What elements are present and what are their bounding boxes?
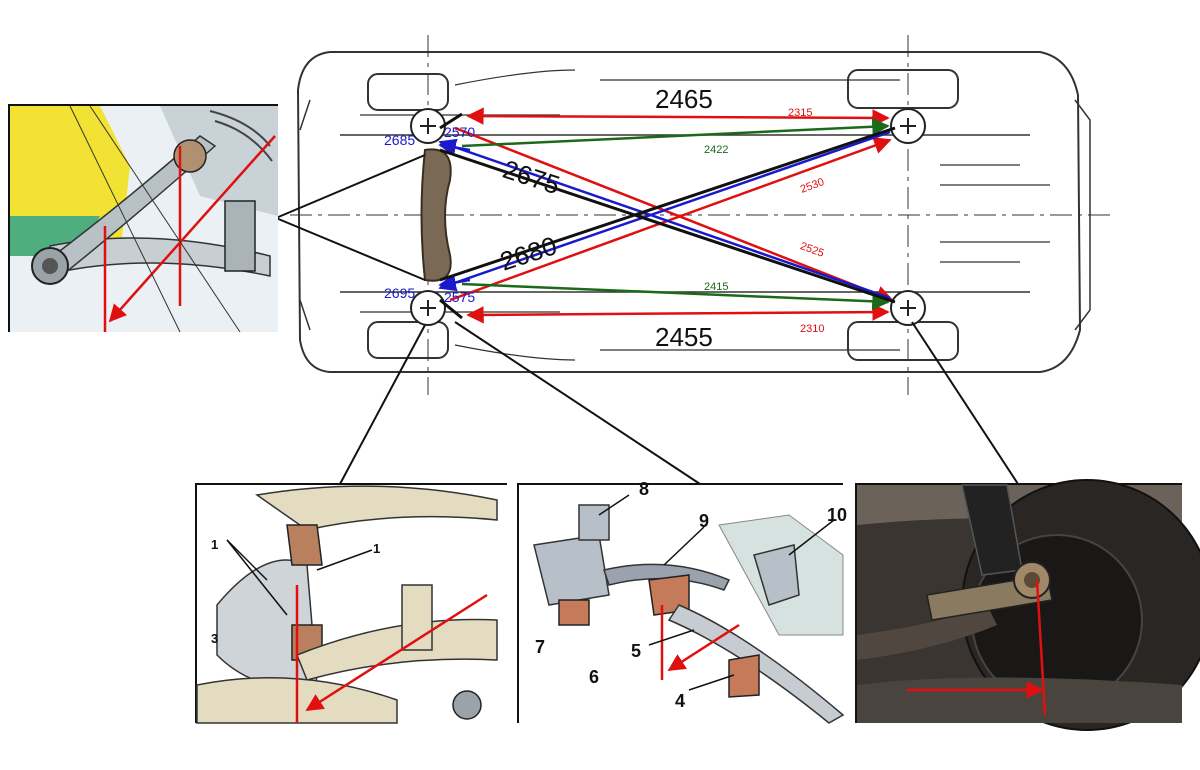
panel-stabilizer-link: 8 9 10 7 5 6 4 [517, 479, 847, 724]
front-crossmember [420, 148, 452, 282]
label-4: 4 [675, 691, 686, 711]
label-1b: 1 [373, 541, 381, 556]
label-2315: 2315 [788, 107, 812, 119]
label-2575: 2575 [444, 289, 475, 305]
label-8: 8 [639, 479, 650, 499]
label-2680: 2680 [496, 230, 560, 276]
panel-front-suspension-detail [8, 104, 278, 333]
label-2422: 2422 [704, 144, 728, 156]
red-lines [449, 107, 894, 324]
label-5: 5 [631, 641, 642, 661]
label-9: 9 [699, 511, 710, 531]
label-1a: 1 [211, 537, 219, 552]
panel-rear-suspension-photo [855, 479, 1200, 731]
label-2310: 2310 [800, 323, 824, 335]
label-2685: 2685 [384, 132, 415, 148]
green-lines [461, 117, 890, 311]
label-6: 6 [589, 667, 600, 687]
callout-lines [275, 154, 1019, 485]
label-2465: 2465 [655, 84, 713, 114]
black-lines [439, 112, 896, 320]
label-2530: 2530 [799, 176, 826, 196]
label-2415: 2415 [704, 281, 728, 293]
label-2525: 2525 [799, 240, 826, 260]
label-2695: 2695 [384, 285, 415, 301]
label-10: 10 [827, 505, 848, 525]
label-2570: 2570 [444, 124, 475, 140]
label-3: 3 [211, 631, 219, 646]
blue-lines [438, 130, 891, 300]
label-2675: 2675 [499, 154, 563, 200]
panel-knuckle-lower-arm: 1 1 3 [195, 483, 507, 724]
label-7: 7 [535, 637, 546, 657]
label-2455: 2455 [655, 322, 713, 352]
